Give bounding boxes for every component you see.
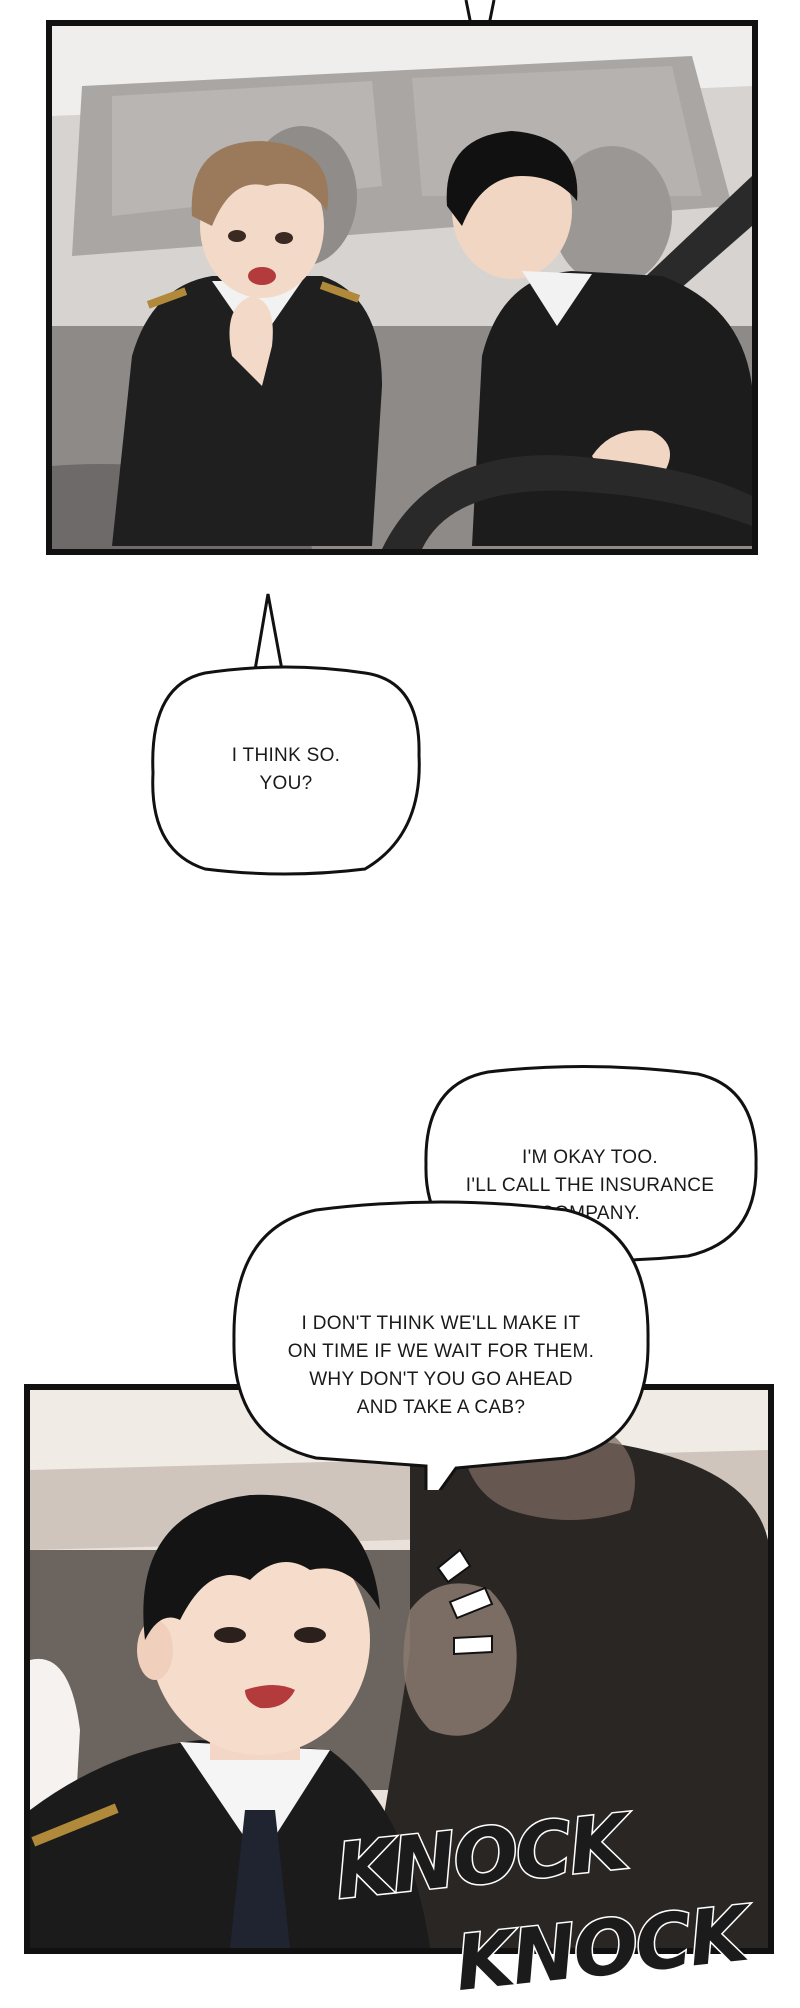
bubble-1-tail	[253, 593, 284, 671]
speech-bubble-1-shape	[151, 665, 421, 876]
speech-bubble-1: I THINK SO. YOU?	[145, 665, 427, 880]
panel-car-interior	[46, 20, 758, 555]
bubble-3-line: I DON'T THINK WE'LL MAKE IT	[301, 1313, 581, 1334]
car-interior-illustration	[52, 26, 752, 549]
bubble-3-line: ON TIME IF WE WAIT FOR THEM.	[287, 1341, 595, 1362]
speech-bubble-3-shape	[232, 1200, 650, 1515]
panel-driver-closeup	[24, 1384, 774, 1954]
bubble-2-line: I'M OKAY TOO.	[522, 1147, 658, 1168]
bubble-2-line: I'LL CALL THE INSURANCE	[465, 1175, 715, 1196]
bubble-3-line: AND TAKE A CAB?	[356, 1397, 526, 1418]
bubble-1-line: YOU?	[259, 773, 313, 794]
bubble-3-line: WHY DON'T YOU GO AHEAD	[309, 1369, 573, 1390]
speech-bubble-3: I DON'T THINK WE'LL MAKE IT ON TIME IF W…	[226, 1200, 656, 1515]
bubble-1-line: I THINK SO.	[231, 745, 341, 766]
driver-closeup-illustration	[30, 1390, 768, 1948]
